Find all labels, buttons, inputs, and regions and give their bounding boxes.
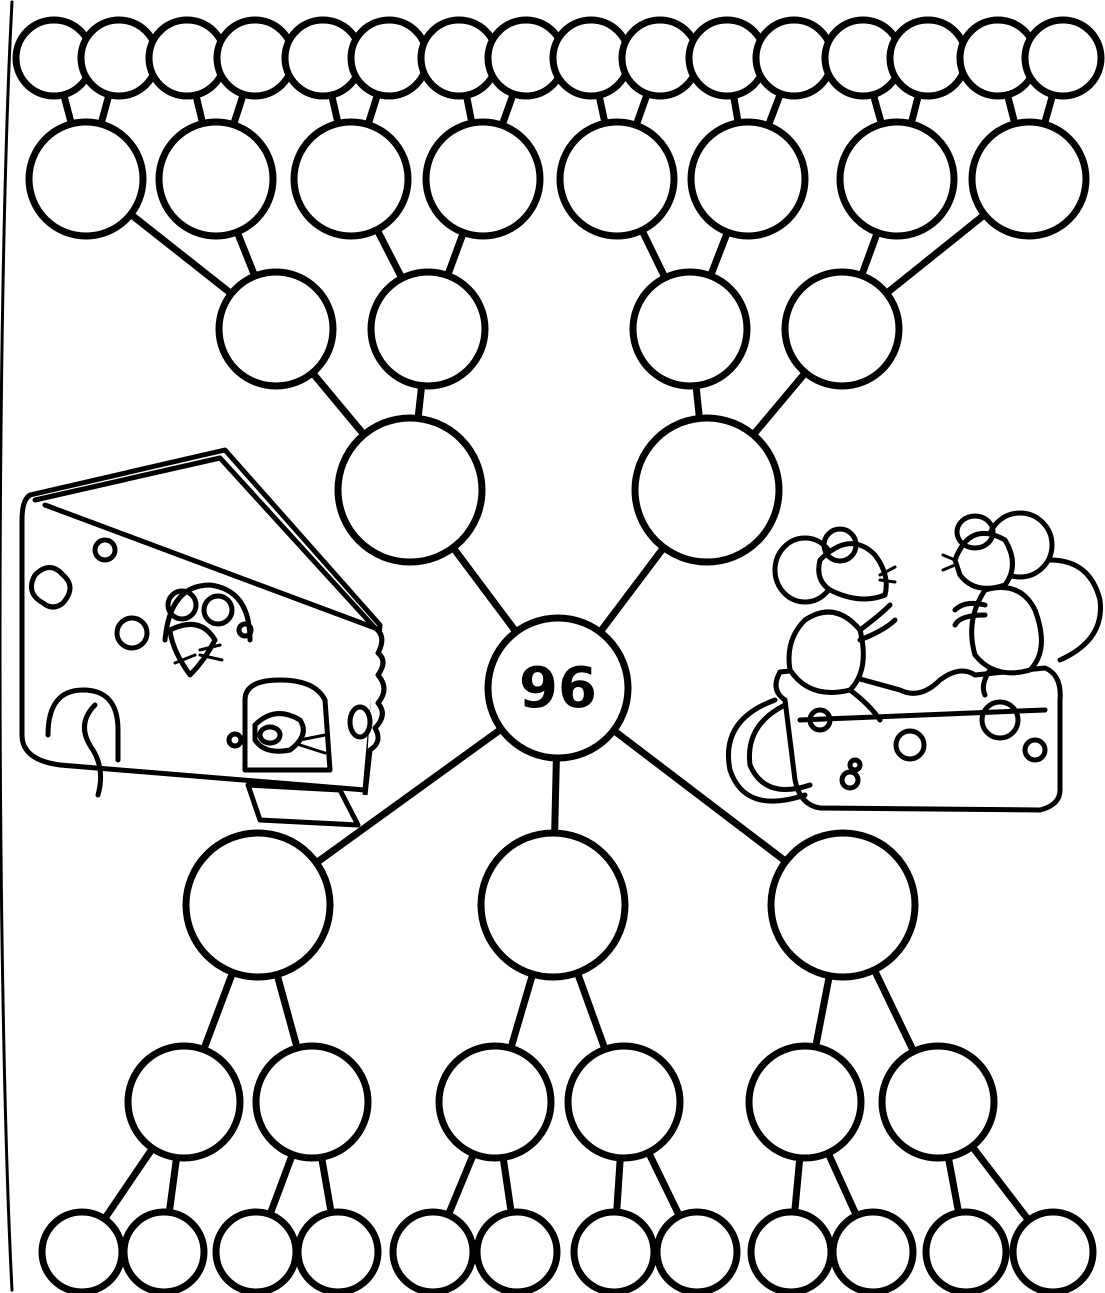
lower-node-l3-7[interactable] (574, 1212, 654, 1292)
lower-node-l3-4[interactable] (298, 1212, 378, 1292)
upper-node-l3-4[interactable] (426, 122, 540, 236)
lower-node-l3-3[interactable] (216, 1212, 296, 1292)
upper-node-l2-2[interactable] (371, 272, 485, 386)
upper-node-l4-14[interactable] (890, 20, 966, 96)
lower-node-l1-2[interactable] (481, 833, 625, 977)
upper-node-l3-5[interactable] (560, 122, 674, 236)
upper-node-l3-8[interactable] (972, 122, 1086, 236)
upper-node-l3-1[interactable] (29, 122, 143, 236)
lower-node-l3-6[interactable] (477, 1212, 557, 1292)
upper-node-l4-6[interactable] (351, 20, 427, 96)
lower-node-l3-1[interactable] (42, 1212, 122, 1292)
lower-node-l2-5[interactable] (749, 1046, 861, 1158)
upper-node-l3-3[interactable] (294, 122, 408, 236)
lower-node-l3-8[interactable] (657, 1212, 737, 1292)
cheese-with-mice-illustration (22, 450, 384, 825)
upper-node-l3-2[interactable] (159, 122, 273, 236)
upper-node-l1-1[interactable] (338, 418, 482, 562)
lower-node-l2-1[interactable] (128, 1046, 240, 1158)
upper-node-l2-1[interactable] (219, 272, 333, 386)
lower-node-l3-10[interactable] (833, 1212, 913, 1292)
upper-node-l4-12[interactable] (756, 20, 832, 96)
page-border-arc (0, 2, 12, 1290)
lower-node-l3-11[interactable] (926, 1212, 1006, 1292)
root-number: 96 (519, 656, 597, 721)
lower-node-l2-3[interactable] (439, 1046, 551, 1158)
lower-node-l3-2[interactable] (124, 1212, 204, 1292)
lower-node-l3-12[interactable] (1013, 1212, 1093, 1292)
upper-node-l3-6[interactable] (691, 122, 805, 236)
lower-node-l2-6[interactable] (882, 1046, 994, 1158)
lower-node-l1-1[interactable] (186, 833, 330, 977)
upper-node-l1-2[interactable] (635, 418, 779, 562)
lower-node-l3-9[interactable] (751, 1212, 831, 1292)
upper-node-l4-9[interactable] (553, 20, 629, 96)
upper-node-l2-4[interactable] (785, 272, 899, 386)
upper-node-l2-3[interactable] (633, 272, 747, 386)
lower-node-l2-4[interactable] (568, 1046, 680, 1158)
lower-node-l1-3[interactable] (771, 833, 915, 977)
two-mice-on-cheese-illustration (728, 513, 1100, 810)
upper-node-l4-16[interactable] (1025, 20, 1101, 96)
lower-node-l2-2[interactable] (256, 1046, 368, 1158)
upper-node-l3-7[interactable] (840, 122, 954, 236)
lower-node-l3-5[interactable] (393, 1212, 473, 1292)
